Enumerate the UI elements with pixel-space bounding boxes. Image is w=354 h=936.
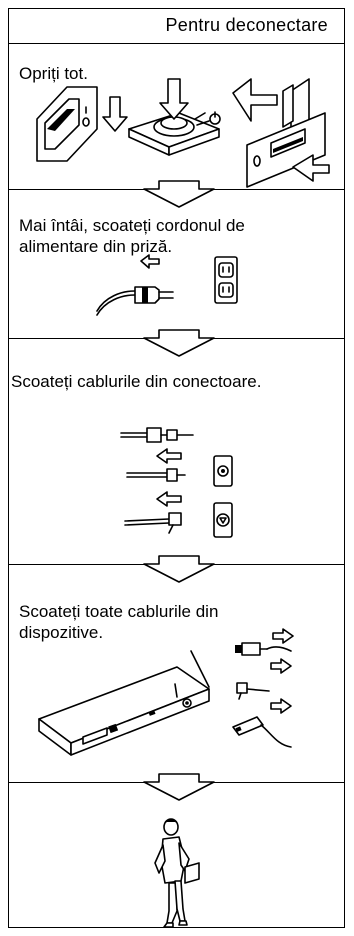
- illustrations: [36, 78, 330, 928]
- wall-outlet-icon: [213, 455, 233, 487]
- step-3-text: Scoateți cablurile din conectoare.: [11, 372, 262, 391]
- cable-connector-icon: [236, 682, 270, 700]
- step-4-text: Scoateți toate cablurile din dispozitive…: [19, 602, 219, 642]
- power-plug-icon: [96, 286, 174, 316]
- slide-switch-icon: [232, 78, 330, 188]
- walking-person-icon: [154, 818, 200, 928]
- left-arrow-icon: [156, 448, 182, 464]
- right-arrow-icon: [270, 698, 292, 714]
- down-arrow-icon: [143, 329, 215, 357]
- wall-outlet-icon: [213, 502, 233, 538]
- page-title: Pentru deconectare: [165, 15, 328, 35]
- cable-connector-icon: [120, 427, 194, 443]
- down-arrow-icon: [143, 180, 215, 208]
- step-2-text: Mai întâi, scoateți cordonul de alimenta…: [19, 216, 245, 256]
- down-arrow-icon: [102, 96, 128, 132]
- header: Pentru deconectare: [9, 9, 344, 44]
- cable-connector-icon: [232, 716, 292, 748]
- left-arrow-icon: [156, 491, 182, 507]
- cable-connector-icon: [235, 642, 292, 656]
- laptop-ports-icon: [38, 650, 210, 756]
- right-arrow-icon: [272, 628, 294, 644]
- power-button-icon: [128, 78, 221, 156]
- left-arrow-icon: [140, 254, 160, 269]
- cable-connector-icon: [124, 512, 182, 534]
- instruction-panel: Pentru deconectare Opriți tot. Mai întâi…: [8, 8, 345, 928]
- cable-connector-icon: [126, 468, 186, 482]
- power-switch-icon: [36, 86, 98, 162]
- down-arrow-icon: [143, 555, 215, 583]
- wall-outlet-icon: [214, 256, 238, 304]
- right-arrow-icon: [270, 658, 292, 674]
- step-1-text: Opriți tot.: [19, 64, 88, 83]
- down-arrow-icon: [143, 773, 215, 801]
